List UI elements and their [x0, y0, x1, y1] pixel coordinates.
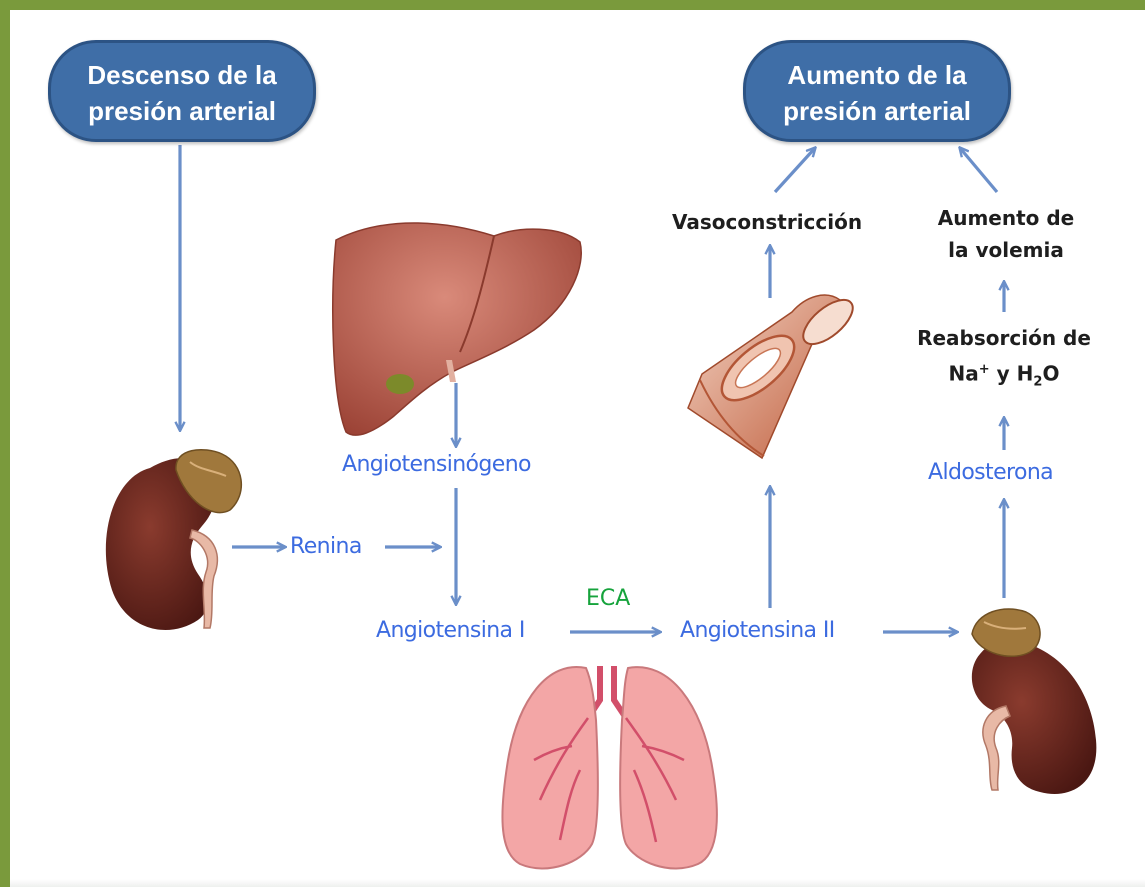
reabsorcion-line-2: Na+ y H2O — [902, 354, 1106, 399]
aumento-volemia-line-1: Aumento de — [916, 202, 1096, 234]
eca-label: ECA — [586, 586, 630, 611]
kidney-right-illustration — [972, 609, 1097, 794]
aldosterona-label: Aldosterona — [928, 460, 1053, 485]
reabsorcion-plus: + — [979, 362, 990, 377]
reabsorcion-na: Na — [949, 362, 979, 386]
angiotensinogeno-label: Angiotensinógeno — [342, 452, 531, 477]
end-pill: Aumento de la presión arterial — [743, 40, 1011, 142]
lungs-illustration — [502, 666, 716, 868]
arrow-vasoconstriccion-to-end — [775, 148, 815, 192]
aumento-volemia-label: Aumento de la volemia — [916, 202, 1096, 266]
blood-vessel-illustration — [688, 292, 860, 458]
reabsorcion-o: O — [1042, 362, 1059, 386]
arrow-volemia-to-end — [960, 148, 997, 192]
aumento-volemia-line-2: la volemia — [916, 234, 1096, 266]
reabsorcion-line-1: Reabsorción de — [902, 322, 1106, 354]
start-pill: Descenso de la presión arterial — [48, 40, 316, 142]
renina-label: Renina — [290, 534, 362, 559]
vasoconstriccion-label: Vasoconstricción — [672, 206, 862, 238]
angiotensina-2-label: Angiotensina II — [680, 618, 835, 643]
reabsorcion-y-h: y H — [990, 362, 1034, 386]
kidney-left-illustration — [106, 450, 242, 630]
angiotensina-1-label: Angiotensina I — [376, 618, 525, 643]
reabsorcion-label: Reabsorción de Na+ y H2O — [902, 322, 1106, 399]
